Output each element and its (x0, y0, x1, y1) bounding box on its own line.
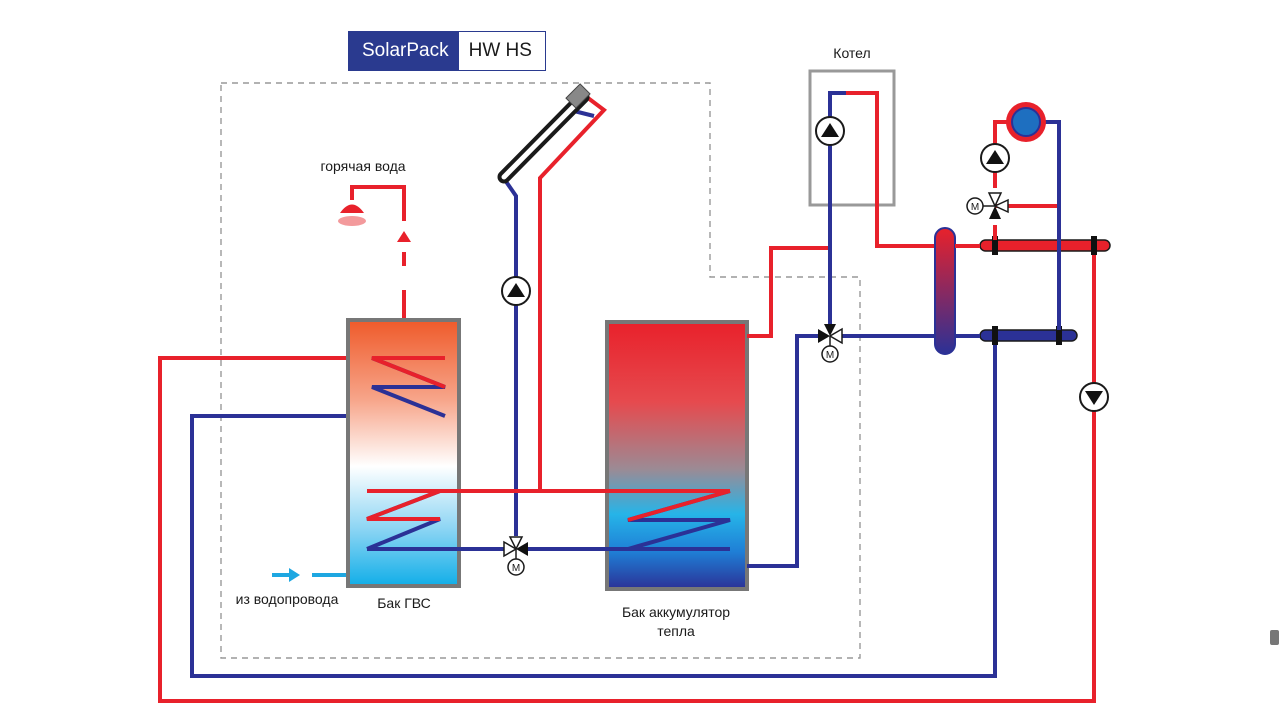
outer-blue-loop (190, 336, 997, 678)
solar-collector-icon (497, 83, 591, 184)
shower-icon (338, 204, 366, 226)
three-way-valve-icon: M (818, 324, 843, 363)
scrollbar-thumb[interactable] (1270, 630, 1279, 645)
radiator-icon (1006, 102, 1046, 142)
solar-pump-icon (501, 276, 531, 306)
svg-text:M: M (826, 350, 834, 361)
brand-name: SolarPack (349, 32, 459, 70)
water-supply-label: из водопровода (236, 591, 339, 607)
accumulator-label-line1: Бак аккумулятор (622, 604, 730, 620)
three-way-valve-icon: M (966, 192, 1009, 219)
dhw-tank-label: Бак ГВС (377, 595, 431, 611)
svg-text:M: M (512, 563, 520, 574)
boiler-flow-pipe (846, 91, 940, 248)
hot-water-arrow (397, 231, 411, 242)
solar-flow-pipe (538, 96, 607, 491)
brand-badge: SolarPack HW HS (348, 31, 546, 71)
accumulator-tank (605, 320, 749, 591)
three-way-valve-icon: M (503, 536, 528, 576)
dhw-tank (346, 318, 461, 588)
hot-manifold (979, 239, 1111, 252)
svg-text:M: M (971, 202, 979, 213)
radiator-pump-icon (980, 143, 1010, 173)
accumulator-coil-hot (627, 489, 731, 522)
boiler-return-pipe (828, 91, 846, 325)
pump-icon (1079, 382, 1109, 412)
accumulator-label-line2: тепла (657, 623, 695, 639)
brand-model: HW HS (458, 32, 545, 70)
hydraulic-separator-icon (934, 227, 956, 355)
outer-red-loop (158, 246, 1096, 703)
system-boundary (220, 82, 861, 659)
dhw-upper-coil-hot (371, 356, 446, 389)
accumulator-cold-out (747, 334, 820, 568)
radiator-return-pipe (1040, 120, 1061, 330)
hot-water-label: горячая вода (320, 158, 405, 174)
cold-water-arrow (289, 568, 300, 582)
boiler-pump-icon (815, 116, 845, 146)
boiler-label: Котел (833, 45, 870, 61)
solar-return-pipe (502, 107, 595, 536)
hot-water-upper (350, 185, 406, 221)
accumulator-hot-out (747, 246, 830, 338)
